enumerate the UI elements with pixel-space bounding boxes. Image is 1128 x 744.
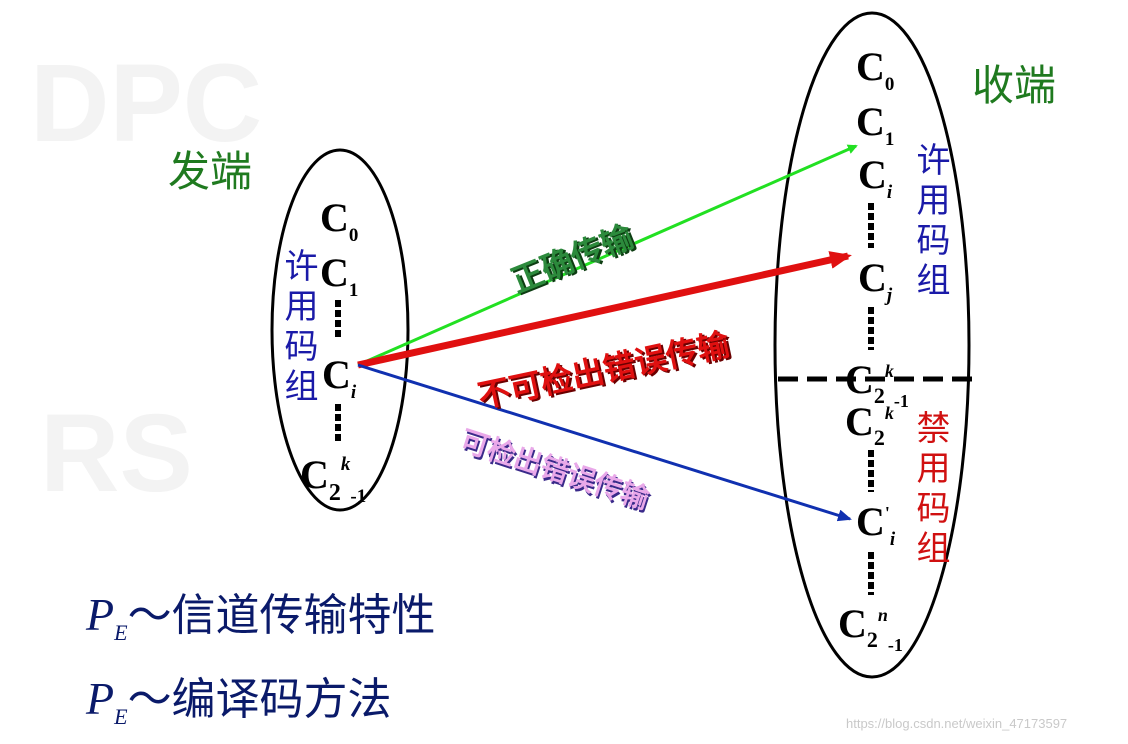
background-ghost-text: DPC [30, 42, 263, 165]
receiver-code-c1: C1 [856, 99, 895, 150]
receiver-forbidden-group-label: 禁用码组 [910, 410, 950, 570]
sender-code-c1: C1 [320, 250, 359, 301]
formula-channel: PE～信道传输特性 [86, 592, 436, 644]
detectable-error-arrow [357, 363, 852, 522]
sender-allowed-group-label: 许用码组 [278, 248, 318, 408]
sender-code-c2k-1: C2k-1 [300, 452, 367, 507]
formula-text: ～信道传输特性 [127, 590, 436, 641]
receiver-code-c2k: C2k [845, 399, 894, 450]
receiver-code-cj: Cj [858, 255, 893, 306]
undetectable-error-arrow [357, 251, 852, 369]
correct-transmission-arrow [357, 144, 858, 367]
receiver-code-ci-prime: C'i [856, 499, 896, 550]
formula-codec: PE～编译码方法 [86, 676, 392, 728]
watermark: https://blog.csdn.net/weixin_47173597 [846, 716, 1068, 731]
sender-code-ci: Ci [322, 352, 357, 403]
sender-title: 发端 [168, 147, 253, 196]
background-ghost-text: RS [40, 392, 193, 515]
receiver-title: 收端 [972, 61, 1057, 110]
receiver-allowed-group-label: 许用码组 [910, 142, 950, 302]
receiver-code-c2k-1: C2k-1 [845, 357, 909, 411]
receiver-code-ci: Ci [858, 152, 893, 203]
receiver-code-c2n-1: C2n-1 [838, 601, 903, 655]
sender-code-c0: C0 [320, 195, 359, 246]
formula-symbol: PE [86, 589, 128, 646]
sender-ellipse [270, 148, 410, 512]
receiver-code-c0: C0 [856, 44, 895, 95]
formula-text: ～编译码方法 [127, 674, 392, 725]
formula-symbol: PE [86, 673, 128, 730]
receiver-ellipse [773, 11, 971, 679]
